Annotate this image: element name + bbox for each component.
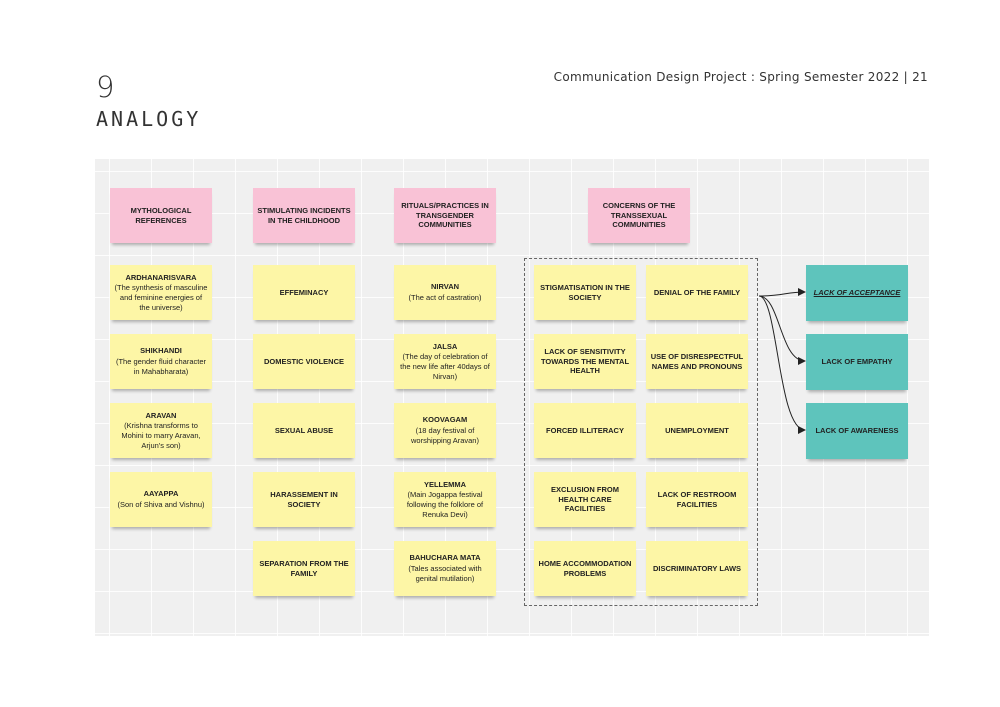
rituals-practices-header: RITUALS/PRACTICES IN TRANSGENDER COMMUNI… <box>394 188 496 243</box>
note-title: CONCERNS OF THE TRANSSEXUAL COMMUNITIES <box>602 200 676 230</box>
note-title: HARASSEMENT IN SOCIETY <box>270 489 338 509</box>
concerns-header: CONCERNS OF THE TRANSSEXUAL COMMUNITIES <box>588 188 690 243</box>
outcome-lack-of-awareness: LACK OF AWARENESS <box>806 403 908 459</box>
note-title: AAYAPPA <box>143 489 179 499</box>
note-title: DENIAL OF THE FAMILY <box>653 287 741 297</box>
note-title: SHIKHANDI <box>140 346 182 356</box>
sticky-note-nirvan: NIRVAN (The act of castration) <box>394 265 496 320</box>
arrow-to-acceptance <box>758 288 806 297</box>
arrow-to-awareness <box>758 295 806 434</box>
note-title: RITUALS/PRACTICES IN TRANSGENDER COMMUNI… <box>401 200 489 230</box>
note-title: STIGMATISATION IN THE SOCIETY <box>540 282 630 302</box>
sticky-note-forced-illiteracy: FORCED ILLITERACY <box>534 403 636 458</box>
note-title: DOMESTIC VIOLENCE <box>263 356 344 366</box>
note-title: LACK OF AWARENESS <box>815 426 899 436</box>
sticky-note-effeminacy: EFFEMINACY <box>253 265 355 320</box>
note-description: (Son of Shiva and Vishnu) <box>117 500 205 509</box>
note-title: LACK OF SENSITIVITY TOWARDS THE MENTAL H… <box>540 346 630 376</box>
note-description: (Krishna transforms to Mohini to marry A… <box>121 421 201 450</box>
note-description: (Tales associated with genital mutilatio… <box>408 564 482 583</box>
note-description: (18 day festival of worshipping Aravan) <box>411 426 479 445</box>
note-title: LACK OF EMPATHY <box>821 357 893 367</box>
sticky-note-koovagam: KOOVAGAM (18 day festival of worshipping… <box>394 403 496 458</box>
sticky-note-sexual-abuse: SEXUAL ABUSE <box>253 403 355 458</box>
sticky-note-health-care-exclusion: EXCLUSION FROM HEALTH CARE FACILITIES <box>534 472 636 527</box>
note-title: ARAVAN <box>145 410 177 420</box>
sticky-note-aravan: ARAVAN (Krishna transforms to Mohini to … <box>110 403 212 458</box>
sticky-note-mental-health: LACK OF SENSITIVITY TOWARDS THE MENTAL H… <box>534 334 636 389</box>
sticky-note-domestic-violence: DOMESTIC VIOLENCE <box>253 334 355 389</box>
note-title: FORCED ILLITERACY <box>546 425 624 435</box>
note-description: (The gender fluid character in Mahabhara… <box>115 357 207 376</box>
sticky-note-restroom: LACK OF RESTROOM FACILITIES <box>646 472 748 527</box>
note-title: MYTHOLOGICAL REFERENCES <box>130 205 192 225</box>
concerns-group-outline <box>524 258 758 606</box>
page-number: 9 <box>96 70 116 104</box>
note-title: SEPARATION FROM THE FAMILY <box>259 558 349 578</box>
note-title: KOOVAGAM <box>422 415 468 425</box>
note-description: (The act of castration) <box>408 293 482 302</box>
note-title: JALSA <box>432 341 458 351</box>
page-header: Communication Design Project : Spring Se… <box>553 70 928 84</box>
sticky-note-separation: SEPARATION FROM THE FAMILY <box>253 541 355 596</box>
outcome-lack-of-acceptance: LACK OF ACCEPTANCE <box>806 265 908 321</box>
note-title: YELLEMMA <box>423 479 467 489</box>
sticky-note-shikhandi: SHIKHANDI (The gender fluid character in… <box>110 334 212 389</box>
sticky-note-yellemma: YELLEMMA (Main Jogappa festival followin… <box>394 472 496 527</box>
note-title: HOME ACCOMMODATION PROBLEMS <box>538 558 632 578</box>
arrow-to-empathy <box>758 295 806 365</box>
sticky-note-aayappa: AAYAPPA (Son of Shiva and Vishnu) <box>110 472 212 527</box>
sticky-note-bahuchara-mata: BAHUCHARA MATA (Tales associated with ge… <box>394 541 496 596</box>
sticky-note-discriminatory-laws: DISCRIMINATORY LAWS <box>646 541 748 596</box>
note-title: UNEMPLOYMENT <box>665 425 729 435</box>
note-title: EFFEMINACY <box>279 287 329 297</box>
stimulating-incidents-header: STIMULATING INCIDENTS IN THE CHILDHOOD <box>253 188 355 243</box>
note-title: ARDHANARISVARA <box>125 272 197 282</box>
sticky-note-disrespectful-names: USE OF DISRESPECTFUL NAMES AND PRONOUNS <box>646 334 748 389</box>
note-title: SEXUAL ABUSE <box>274 425 334 435</box>
note-title: NIRVAN <box>430 282 460 292</box>
analogy-board <box>95 159 929 636</box>
sticky-note-stigmatisation: STIGMATISATION IN THE SOCIETY <box>534 265 636 320</box>
sticky-note-unemployment: UNEMPLOYMENT <box>646 403 748 458</box>
note-description: (The synthesis of masculine and feminine… <box>114 283 208 312</box>
outcome-lack-of-empathy: LACK OF EMPATHY <box>806 334 908 390</box>
sticky-note-harassement: HARASSEMENT IN SOCIETY <box>253 472 355 527</box>
note-title: BAHUCHARA MATA <box>409 553 481 563</box>
note-description: (Main Jogappa festival following the fol… <box>406 490 484 519</box>
sticky-note-jalsa: JALSA (The day of celebration of the new… <box>394 334 496 389</box>
section-title: ANALOGY <box>96 107 202 131</box>
sticky-note-ardhanarisvara: ARDHANARISVARA (The synthesis of masculi… <box>110 265 212 320</box>
sticky-note-denial-of-family: DENIAL OF THE FAMILY <box>646 265 748 320</box>
note-title: USE OF DISRESPECTFUL NAMES AND PRONOUNS <box>650 351 744 371</box>
note-title: DISCRIMINATORY LAWS <box>652 563 742 573</box>
note-title: LACK OF RESTROOM FACILITIES <box>657 489 737 509</box>
mythological-references-header: MYTHOLOGICAL REFERENCES <box>110 188 212 243</box>
note-title: STIMULATING INCIDENTS IN THE CHILDHOOD <box>257 205 351 225</box>
note-title: LACK OF ACCEPTANCE <box>813 288 901 298</box>
note-description: (The day of celebration of the new life … <box>400 352 490 381</box>
note-title: EXCLUSION FROM HEALTH CARE FACILITIES <box>551 484 619 514</box>
sticky-note-home-accommodation: HOME ACCOMMODATION PROBLEMS <box>534 541 636 596</box>
